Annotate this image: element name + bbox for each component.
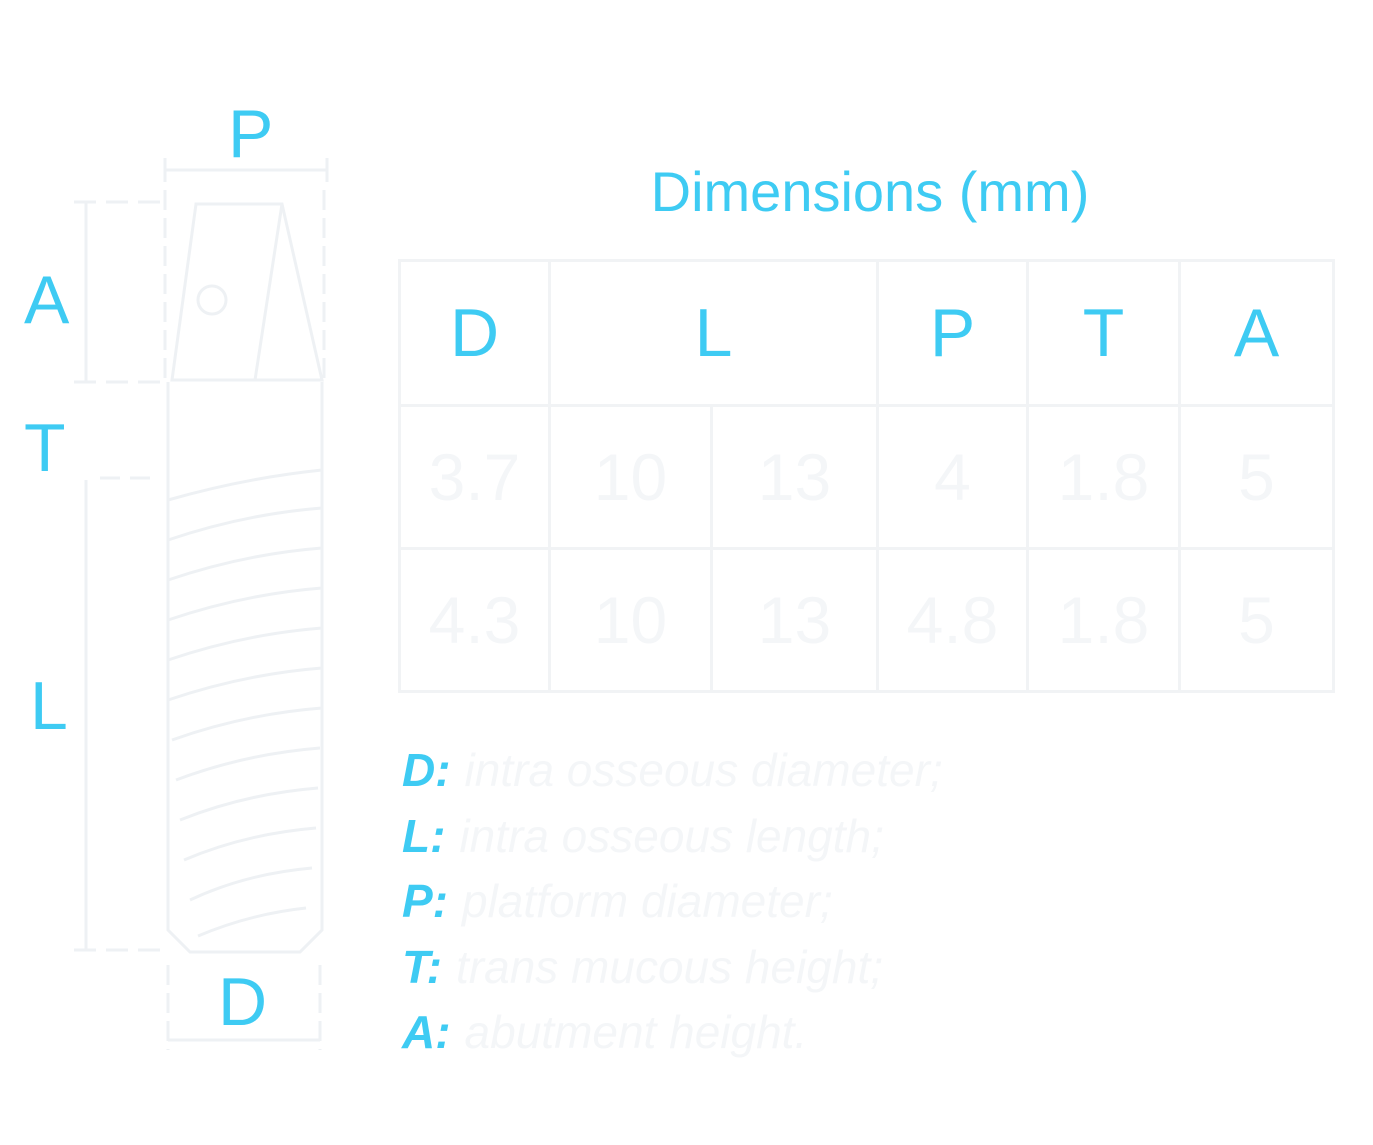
label-d: D [218, 964, 268, 1040]
legend-item: L:intra osseous length; [402, 804, 943, 870]
cell-l2: 13 [709, 547, 880, 693]
legend-text: abutment height. [464, 1006, 808, 1058]
implant-drawing [74, 158, 329, 1050]
dimensions-table: D L P T A 3.7 10 13 4 1.8 5 4.3 10 13 4.… [398, 259, 1336, 693]
legend-key: L: [402, 809, 446, 862]
header-p: P [876, 259, 1030, 407]
cell-l1: 10 [548, 547, 713, 693]
legend-text: platform diameter; [462, 875, 833, 927]
label-a: A [24, 262, 70, 338]
cell-a: 5 [1178, 547, 1336, 693]
abutment-hole [196, 284, 228, 316]
legend-key: T: [402, 940, 443, 993]
cell-d: 4.3 [398, 547, 551, 693]
legend-text: trans mucous height; [456, 940, 884, 993]
legend-text: intra osseous length; [459, 809, 884, 862]
cell-l1: 10 [548, 404, 713, 550]
cell-a: 5 [1178, 404, 1336, 550]
table-row: 3.7 10 13 4 1.8 5 [398, 404, 1336, 550]
legend-item: T:trans mucous height; [402, 935, 943, 1001]
dimensions-title: Dimensions (mm) [650, 160, 1090, 223]
table-header-row: D L P T A [398, 259, 1336, 407]
table-row: 4.3 10 13 4.8 1.8 5 [398, 547, 1336, 693]
cell-p: 4 [876, 404, 1030, 550]
header-l: L [547, 259, 880, 407]
legend-text: intra osseous diameter; [464, 744, 943, 796]
legend: D:intra osseous diameter; L:intra osseou… [402, 738, 943, 1066]
legend-item: D:intra osseous diameter; [402, 738, 943, 804]
legend-key: D: [402, 744, 451, 796]
implant-body [166, 478, 324, 954]
legend-item: P: platform diameter; [402, 869, 943, 935]
legend-key: P: [402, 875, 448, 927]
header-d: D [398, 259, 551, 407]
legend-item: A:abutment height. [402, 1000, 943, 1066]
label-t: T [24, 410, 66, 486]
legend-key: A: [402, 1006, 451, 1058]
cell-d: 3.7 [398, 404, 551, 550]
cell-t: 1.8 [1026, 404, 1182, 550]
label-p: P [228, 96, 274, 172]
abutment-shape [170, 202, 324, 382]
cell-p: 4.8 [876, 547, 1030, 693]
cell-t: 1.8 [1026, 547, 1182, 693]
header-t: T [1026, 259, 1182, 407]
header-a: A [1178, 259, 1336, 407]
cell-l2: 13 [709, 404, 880, 550]
label-l: L [30, 668, 68, 744]
